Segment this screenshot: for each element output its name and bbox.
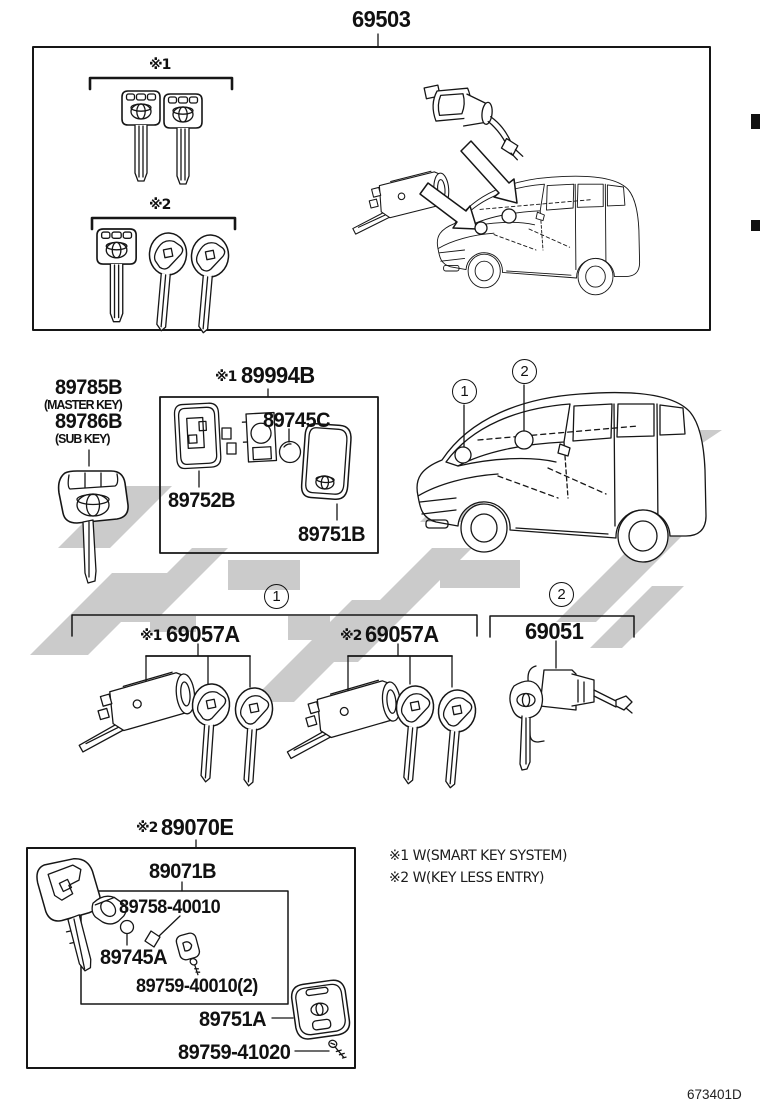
label-master-key-caption: (MASTER KEY) bbox=[44, 397, 123, 412]
group1-mark: ※1 bbox=[140, 628, 162, 644]
transponder-part bbox=[91, 895, 127, 925]
label-69057a-1: 69057A bbox=[166, 621, 240, 647]
callout-2-section: 2 bbox=[549, 582, 574, 607]
ignition-switch-assembly bbox=[423, 84, 524, 161]
callout-1-car: 1 bbox=[452, 379, 477, 404]
battery-89745a bbox=[119, 919, 135, 935]
label-89758-40010: 89758-40010 bbox=[119, 897, 221, 918]
label-sub-key-part: 89786B bbox=[55, 410, 123, 433]
top-group1-mark: ※1 bbox=[149, 57, 171, 73]
label-89751b: 89751B bbox=[298, 523, 366, 546]
doc-number: 673401D bbox=[687, 1087, 742, 1102]
door-lock-cylinder bbox=[509, 665, 633, 771]
label-69057a-2: 69057A bbox=[365, 621, 439, 647]
battery-89745c bbox=[278, 440, 302, 464]
callout-1-section: 1 bbox=[264, 584, 289, 609]
transmitter-housing bbox=[173, 402, 222, 470]
note-smart-key-system: ※1 W(SMART KEY SYSTEM) bbox=[389, 848, 567, 864]
label-sub-key-caption: (SUB KEY) bbox=[55, 431, 111, 446]
keyless-cover bbox=[290, 979, 351, 1040]
label-89759-41020: 89759-41020 bbox=[178, 1041, 291, 1064]
label-89752b: 89752B bbox=[168, 489, 236, 512]
cover-plate-part bbox=[175, 932, 201, 961]
top-group2-mark: ※2 bbox=[149, 197, 171, 213]
transmitter-cover bbox=[300, 422, 352, 500]
label-69051: 69051 bbox=[525, 618, 584, 644]
label-89071b: 89071B bbox=[149, 860, 217, 883]
label-89745c: 89745C bbox=[263, 409, 331, 432]
callout-2-car: 2 bbox=[512, 359, 537, 384]
keyless-blank-key bbox=[36, 858, 101, 972]
transmitter-box-mark: ※1 bbox=[215, 369, 237, 385]
label-89994b: 89994B bbox=[241, 362, 315, 388]
sub-key-illustration bbox=[57, 470, 129, 584]
label-89745a: 89745A bbox=[100, 946, 168, 969]
label-master-key-part: 89785B bbox=[55, 376, 123, 399]
label-89759-40010: 89759-40010(2) bbox=[136, 976, 258, 997]
cover-screw bbox=[328, 1039, 347, 1059]
small-screw bbox=[189, 957, 201, 976]
part-title-69503: 69503 bbox=[352, 6, 411, 32]
transmitter-module bbox=[241, 411, 278, 463]
label-89070e: 89070E bbox=[161, 814, 234, 840]
group2-mark: ※2 bbox=[340, 628, 362, 644]
label-89751a: 89751A bbox=[199, 1008, 267, 1031]
note-key-less-entry: ※2 W(KEY LESS ENTRY) bbox=[389, 870, 545, 886]
keyless-box-mark: ※2 bbox=[136, 820, 158, 836]
